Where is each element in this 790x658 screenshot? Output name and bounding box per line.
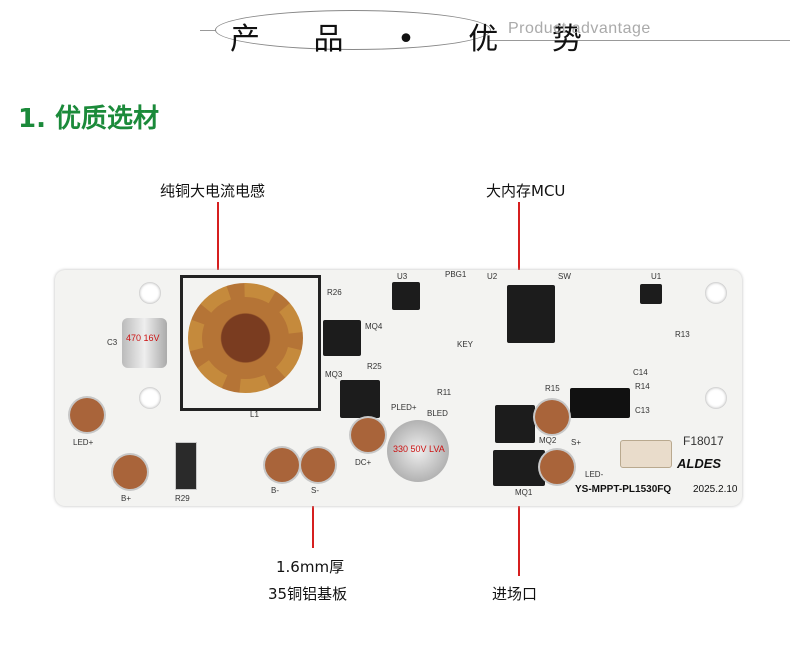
mosfet-mq4 bbox=[323, 320, 361, 356]
mosfet-mq2 bbox=[495, 405, 535, 443]
header-subtitle: Product advantage bbox=[508, 20, 651, 37]
silk-label: R25 bbox=[367, 362, 382, 371]
silk-label: U1 bbox=[651, 272, 662, 281]
header-pill bbox=[215, 10, 491, 50]
mcu-chip bbox=[507, 285, 555, 343]
resistor-r29 bbox=[175, 442, 197, 490]
silk-label: PBG1 bbox=[445, 270, 467, 279]
brand-logo: ALDES bbox=[677, 456, 722, 471]
capacitor-330uf: 330 50V LVA bbox=[387, 420, 449, 482]
silk-label: MQ4 bbox=[365, 322, 383, 331]
capacitor-470uf: 470 16V bbox=[122, 318, 167, 368]
silk-label: LED- bbox=[585, 470, 604, 479]
silk-label: BLED bbox=[427, 409, 448, 418]
board-code: F18017 bbox=[683, 434, 724, 448]
silk-label: MQ2 bbox=[539, 436, 557, 445]
callout-line-port bbox=[518, 462, 520, 576]
pad-led-minus bbox=[540, 450, 574, 484]
mosfet-mq3 bbox=[340, 380, 380, 418]
header-rule-left bbox=[200, 30, 216, 31]
silk-label: L1 bbox=[250, 410, 259, 419]
callout-mcu: 大内存MCU bbox=[486, 182, 566, 200]
silk-label: R14 bbox=[635, 382, 650, 391]
silk-label: C3 bbox=[107, 338, 118, 347]
silk-label: DC+ bbox=[355, 458, 372, 467]
silk-label: S+ bbox=[571, 438, 582, 447]
chip-u3 bbox=[392, 282, 420, 310]
silk-label: R13 bbox=[675, 330, 690, 339]
silk-label: PLED+ bbox=[391, 403, 417, 412]
callout-line-mcu bbox=[518, 202, 520, 298]
mount-hole bbox=[139, 282, 161, 304]
silk-label: C14 bbox=[633, 368, 648, 377]
silk-label: B- bbox=[271, 486, 279, 495]
header-rule-right bbox=[488, 40, 790, 41]
silk-label: R29 bbox=[175, 494, 190, 503]
callout-board-material: 35铜铝基板 bbox=[268, 585, 348, 603]
silk-label: KEY bbox=[457, 340, 474, 349]
mount-hole bbox=[139, 387, 161, 409]
callout-port: 进场口 bbox=[492, 585, 538, 603]
silk-label: R15 bbox=[545, 384, 560, 393]
inductor bbox=[180, 275, 321, 411]
silk-label: S- bbox=[311, 486, 319, 495]
callout-line-inductor bbox=[217, 202, 219, 302]
connector-port bbox=[620, 440, 672, 468]
chip-u1 bbox=[640, 284, 662, 304]
callout-inductor: 纯铜大电流电感 bbox=[160, 182, 266, 200]
silk-label: MQ1 bbox=[515, 488, 533, 497]
silk-label: U2 bbox=[487, 272, 498, 281]
mount-hole bbox=[705, 282, 727, 304]
silk-label: SW bbox=[558, 272, 571, 281]
silk-label: B+ bbox=[121, 494, 132, 503]
pad-dc-plus bbox=[351, 418, 385, 452]
mount-hole bbox=[705, 387, 727, 409]
mosfet-mq1 bbox=[493, 450, 545, 486]
silk-label: C13 bbox=[635, 406, 650, 415]
silk-label: LED+ bbox=[73, 438, 94, 447]
component-r1 bbox=[570, 388, 630, 418]
board-model: YS-MPPT-PL1530FQ bbox=[575, 484, 672, 495]
silk-label: R26 bbox=[327, 288, 342, 297]
pad-s-plus bbox=[535, 400, 569, 434]
silk-label: R11 bbox=[437, 388, 452, 397]
silk-label: U3 bbox=[397, 272, 408, 281]
board-date: 2025.2.10 bbox=[693, 484, 738, 495]
section-title: 1. 优质选材 bbox=[18, 104, 160, 134]
pad-led-plus bbox=[70, 398, 104, 432]
header-title: 产 品 • 优 势 bbox=[230, 22, 604, 57]
callout-board-thickness: 1.6mm厚 bbox=[276, 558, 345, 576]
pad-b-plus bbox=[113, 455, 147, 489]
pad-s-minus bbox=[301, 448, 335, 482]
callout-line-board bbox=[312, 500, 314, 548]
silk-label: MQ3 bbox=[325, 370, 343, 379]
pcb-board: 470 16V 330 50V LVA LED+ B+ R29 B- S- DC… bbox=[55, 270, 742, 506]
pad-b-minus bbox=[265, 448, 299, 482]
